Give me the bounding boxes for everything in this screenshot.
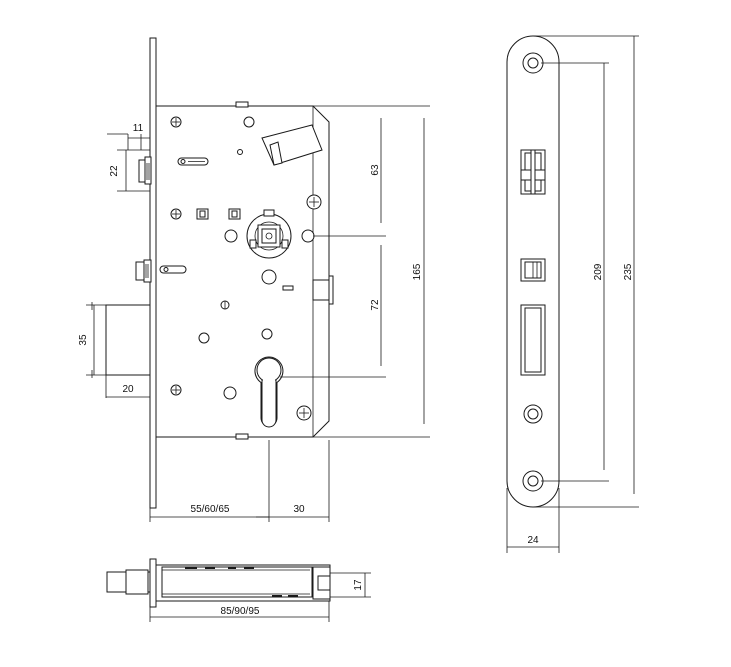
case-screw-bottom-right — [296, 405, 312, 421]
latch-bolt — [138, 156, 152, 185]
dim-20: 20 — [122, 384, 134, 395]
case-screw-top-left — [170, 116, 182, 128]
dim-209: 209 — [593, 263, 604, 280]
bottom-view-details — [185, 567, 298, 597]
bottom-view — [106, 558, 371, 622]
case-screw-mid-right — [306, 194, 322, 210]
follower-hub — [246, 209, 292, 259]
dim-235: 235 — [623, 263, 634, 280]
reversing-lever — [261, 124, 323, 166]
dim-55-60-65: 55/60/65 — [191, 504, 230, 515]
dim-63: 63 — [370, 164, 381, 176]
faceplate-view — [506, 35, 639, 553]
dim-22: 22 — [109, 165, 120, 177]
dim-85-90-95: 85/90/95 — [221, 606, 260, 617]
dim-165: 165 — [412, 263, 423, 280]
auxiliary-latch — [135, 259, 152, 283]
dimension-labels: 11 22 35 20 55/60/65 30 63 72 165 209 23… — [78, 123, 634, 617]
case-screw-bottom-left — [170, 384, 182, 396]
front-view — [86, 37, 430, 522]
faceplate-deadbolt-opening — [520, 304, 546, 376]
dim-30: 30 — [293, 504, 305, 515]
faceplate-latch-opening — [520, 149, 546, 195]
dim-24: 24 — [527, 535, 539, 546]
dim-17: 17 — [353, 579, 364, 591]
dim-35: 35 — [78, 334, 89, 346]
faceplate-aux-opening — [520, 258, 546, 282]
dim-72: 72 — [370, 299, 381, 311]
case-screw-mid-left — [170, 208, 182, 220]
deadbolt — [105, 304, 151, 376]
dim-11: 11 — [133, 123, 144, 134]
